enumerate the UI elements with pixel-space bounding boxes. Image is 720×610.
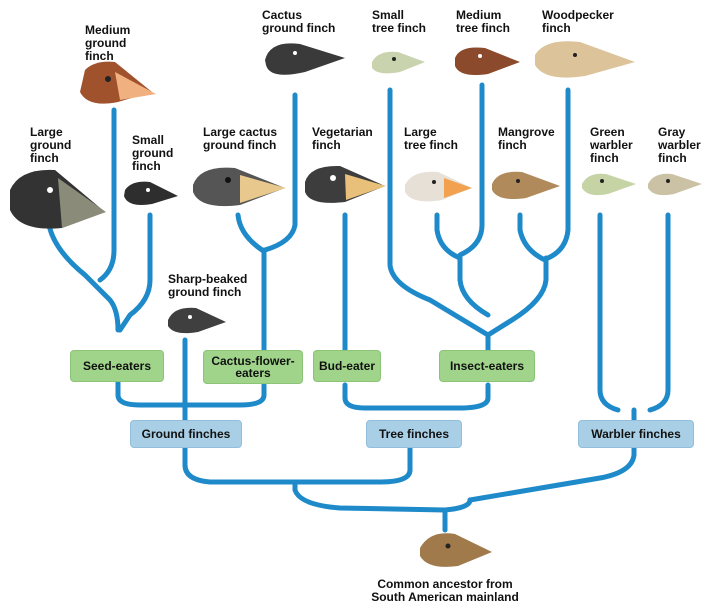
label-gray-warbler-finch: Gray warbler finch xyxy=(658,126,701,165)
small-ground-finch-illustration xyxy=(124,182,178,205)
label-medium-tree-finch: Medium tree finch xyxy=(456,9,510,35)
medium-ground-finch-illustration xyxy=(80,62,156,104)
label-sharp-beaked-ground-finch: Sharp-beaked ground finch xyxy=(168,273,247,299)
vegetarian-finch-illustration xyxy=(305,166,386,203)
branch-small-ground xyxy=(120,215,150,330)
branch-gray-warbler xyxy=(650,215,668,410)
mangrove-finch-illustration xyxy=(492,172,560,199)
label-medium-ground-finch: Medium ground finch xyxy=(85,24,130,63)
large-ground-finch-illustration xyxy=(10,170,106,229)
branch-large-cactus xyxy=(238,215,262,250)
branch-insect-down xyxy=(410,385,488,408)
label-cactus-ground-finch: Cactus ground finch xyxy=(262,9,335,35)
branch-cactus-ground xyxy=(265,95,295,250)
tag-tree-finches: Tree finches xyxy=(366,420,462,448)
label-small-tree-finch: Small tree finch xyxy=(372,9,426,35)
branch-mangrove xyxy=(520,215,545,260)
tag-seed-eaters: Seed-eaters xyxy=(70,350,164,382)
branch-medium-tree xyxy=(460,85,482,255)
label-large-ground-finch: Large ground finch xyxy=(30,126,71,165)
label-large-cactus-ground-finch: Large cactus ground finch xyxy=(203,126,277,152)
branch-green-warbler xyxy=(600,215,618,410)
label-small-ground-finch: Small ground finch xyxy=(132,134,173,173)
common-ancestor-illustration xyxy=(420,533,492,567)
branch-bud-down xyxy=(345,385,410,408)
branch-insect-merge xyxy=(460,258,546,350)
label-vegetarian-finch: Vegetarian finch xyxy=(312,126,373,152)
cactus-ground-finch-illustration xyxy=(265,43,345,74)
small-tree-finch-illustration xyxy=(372,52,425,74)
label-woodpecker-finch: Woodpecker finch xyxy=(542,9,614,35)
label-mangrove-finch: Mangrove finch xyxy=(498,126,555,152)
label-green-warbler-finch: Green warbler finch xyxy=(590,126,633,165)
label-large-tree-finch: Large tree finch xyxy=(404,126,458,152)
branch-warbler-trunk xyxy=(470,445,634,500)
large-tree-finch-illustration xyxy=(405,172,472,202)
tag-warbler-finches: Warbler finches xyxy=(578,420,694,448)
tag-insect-eaters: Insect-eaters xyxy=(439,350,535,382)
label-common-ancestor: Common ancestor from South American main… xyxy=(350,578,540,604)
branch-ground-trunk xyxy=(185,445,295,482)
woodpecker-finch-illustration xyxy=(535,41,635,77)
medium-tree-finch-illustration xyxy=(455,47,520,75)
gray-warbler-finch-illustration xyxy=(648,174,702,195)
branch-medium-ground xyxy=(100,110,114,280)
branch-woodpecker xyxy=(548,90,568,258)
tag-bud-eater: Bud-eater xyxy=(313,350,381,382)
tag-ground-finches: Ground finches xyxy=(130,420,242,448)
branch-cactus-down xyxy=(185,385,264,405)
large-cactus-ground-finch-illustration xyxy=(193,168,286,206)
tag-cactus-flower-eaters: Cactus-flower- eaters xyxy=(203,350,303,384)
green-warbler-finch-illustration xyxy=(582,174,636,195)
branch-ground-tree-merge xyxy=(295,482,470,510)
branch-large-tree xyxy=(437,215,460,262)
branch-tree-trunk xyxy=(295,445,410,482)
sharp-beaked-ground-finch-illustration xyxy=(168,308,226,333)
